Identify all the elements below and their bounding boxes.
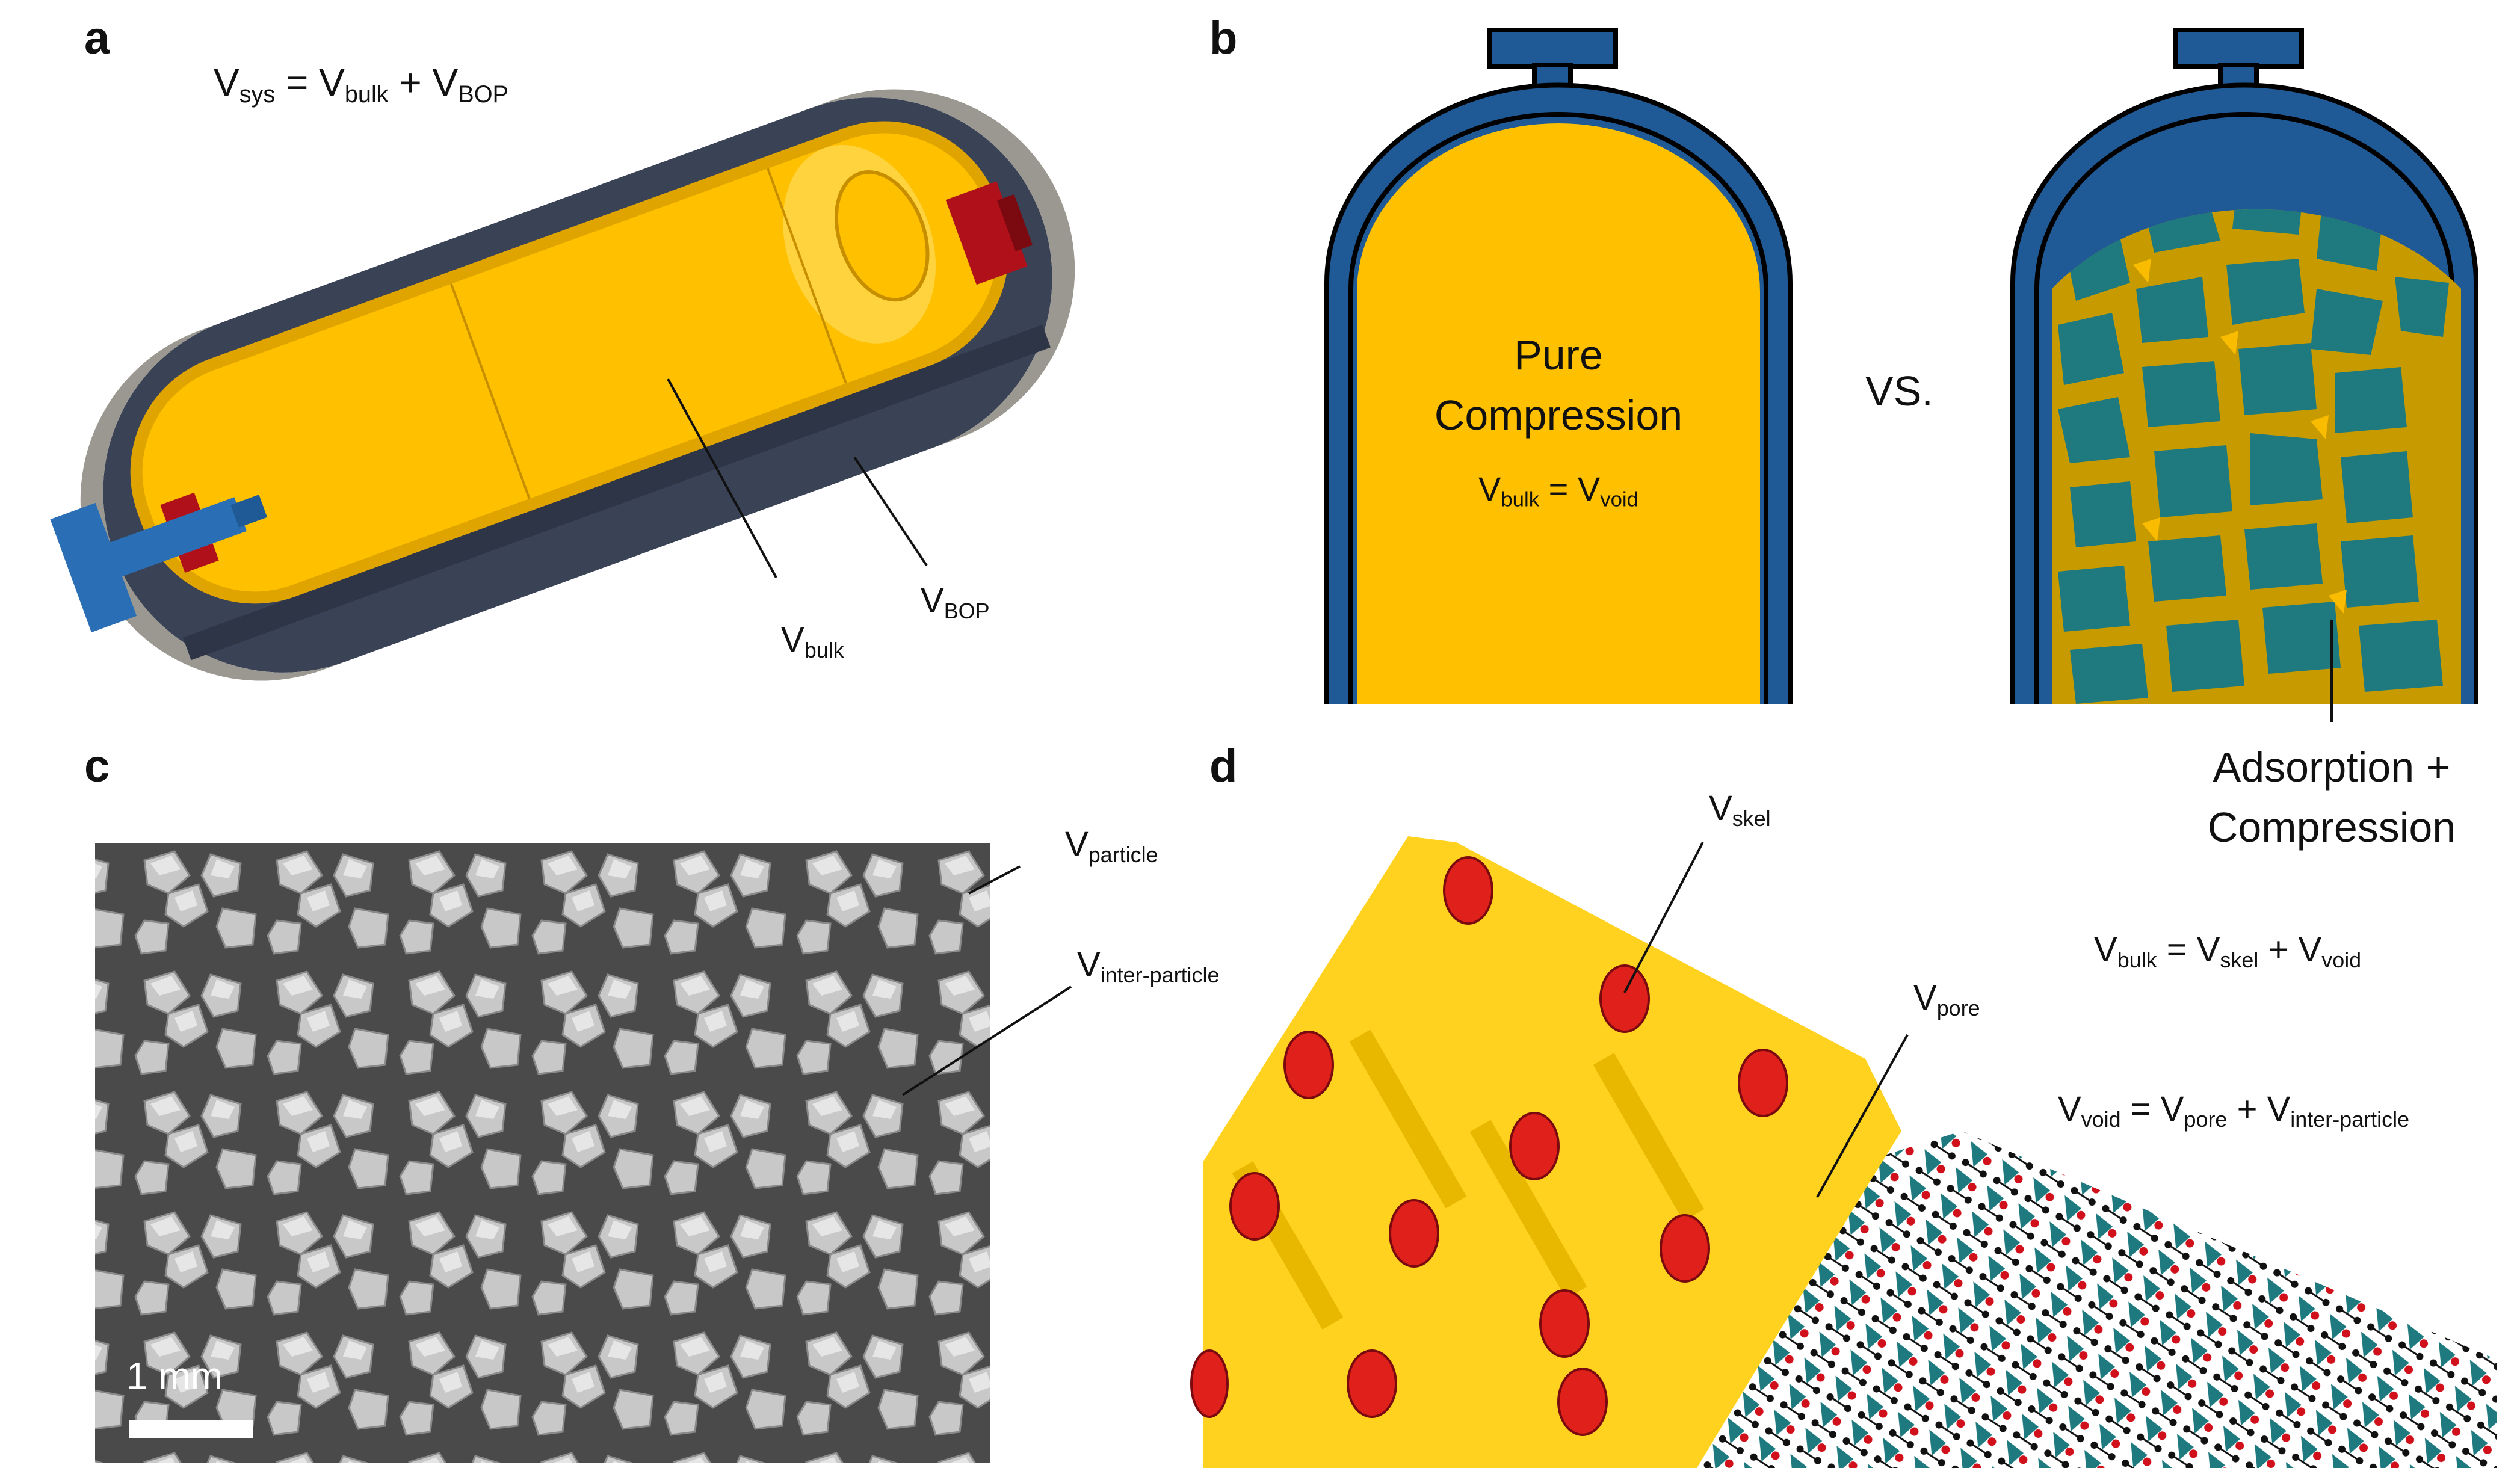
tank-comparison — [1324, 28, 2478, 722]
adsorption-compression-caption: Adsorption + Compression — [2207, 744, 2456, 851]
atomistic-framework — [1685, 1131, 2497, 1468]
scale-bar-label: 1 mm — [126, 1354, 223, 1398]
left-valve-body — [50, 502, 137, 633]
callout-v-bop: VBOP — [921, 581, 990, 624]
scale-bar — [129, 1420, 253, 1438]
adsorption-compression-tank — [2010, 28, 2478, 704]
micrograph-image — [95, 843, 990, 1463]
panel-label-d: d — [1209, 741, 1238, 792]
panel-label-a: a — [84, 13, 110, 64]
bulk-volume-equation: Vbulk = Vskel + Vvoid — [2094, 930, 2362, 973]
pressure-vessel-cutaway — [50, 89, 1075, 681]
right-end-fitting — [945, 181, 1028, 285]
callout-v-bulk-a: Vbulk — [781, 620, 844, 663]
bulk-void-equation-b: Vbulk = Vvoid — [1478, 470, 1638, 511]
versus-label: VS. — [1865, 368, 1933, 415]
callout-v-skel: Vskel — [1709, 789, 1771, 831]
system-volume-equation: Vsys = Vbulk + VBOP — [214, 61, 509, 108]
panel-label-b: b — [1209, 13, 1238, 64]
pore-molecules — [1190, 856, 1788, 1436]
callout-v-inter-particle: Vinter-particle — [1077, 945, 1220, 988]
void-volume-equation: Vvoid = Vpore + Vinter-particle — [2058, 1090, 2410, 1132]
callout-v-particle: Vparticle — [1065, 825, 1158, 868]
panel-label-c: c — [84, 741, 110, 792]
pure-compression-label: Pure Compression — [1434, 331, 1683, 439]
callout-v-pore: Vpore — [1913, 978, 1980, 1021]
pure-compression-tank — [1324, 28, 1793, 704]
